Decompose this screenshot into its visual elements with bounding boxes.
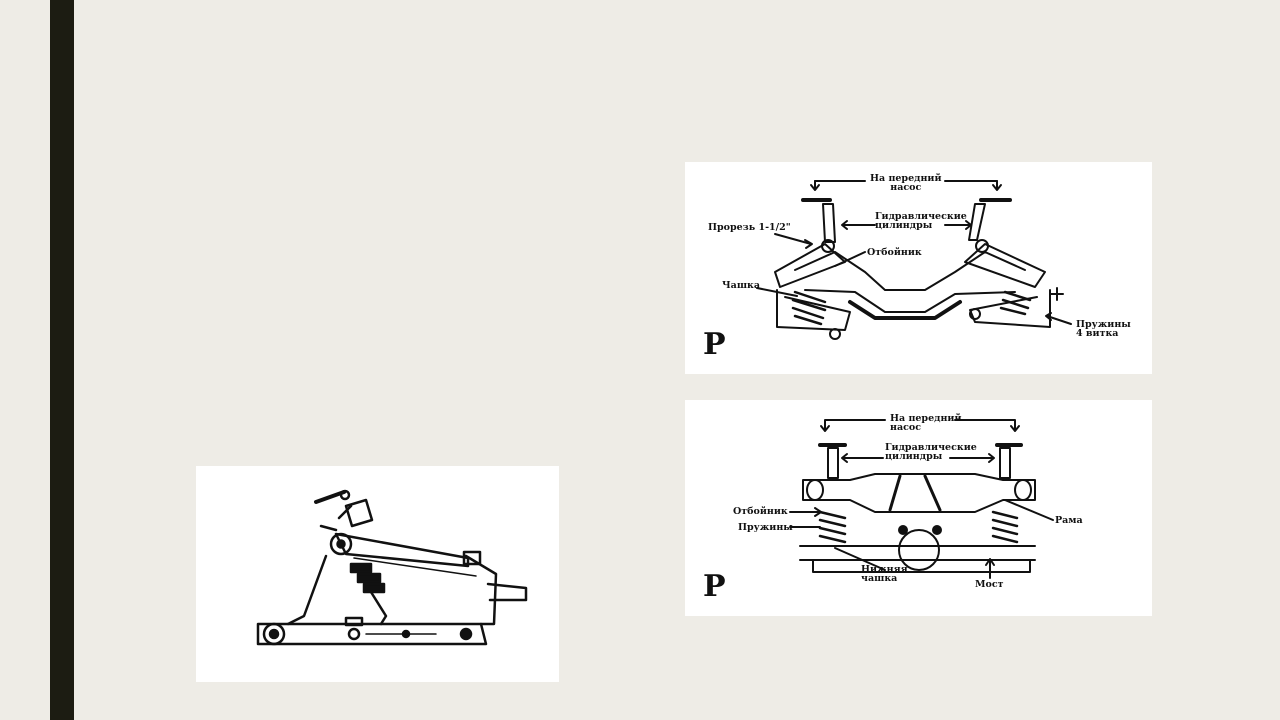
- label-springs: Пружины: [738, 522, 793, 533]
- publisher-logo-icon: P: [703, 327, 726, 362]
- label-lower-cup: Нижняя чашка: [861, 564, 908, 584]
- hydraulic-rear-suspension-diagram: На передний насос Гидравлические цилиндр…: [685, 400, 1152, 616]
- suspension-arm-drawing: [196, 466, 559, 682]
- label-frame: Рама: [1055, 515, 1083, 526]
- label-cup: Чашка: [722, 280, 761, 291]
- rear-suspension-sketch: [789, 419, 1054, 579]
- label-hydraulic-cylinders: Гидравлические цилиндры: [885, 442, 977, 462]
- front-suspension-sketch: [756, 180, 1072, 340]
- hydraulic-front-suspension-diagram: На передний насос Гидравлические цилиндр…: [685, 162, 1152, 374]
- label-slot: Прорезь 1-1/2": [708, 222, 791, 233]
- slide-accent-bar: [50, 0, 74, 720]
- label-hydraulic-cylinders: Гидравлические цилиндры: [875, 211, 967, 231]
- publisher-logo-icon: P: [703, 569, 726, 604]
- label-to-front-pump: На передний насос: [870, 173, 942, 193]
- label-springs-4-coils: Пружины 4 витка: [1076, 319, 1131, 339]
- label-bump-stop: Отбойник: [733, 506, 788, 517]
- label-bump-stop: Отбойник: [867, 247, 922, 258]
- suspension-arm-sketch: [256, 489, 528, 646]
- label-axle: Мост: [975, 579, 1004, 590]
- label-to-front-pump: На передний насос: [890, 413, 962, 433]
